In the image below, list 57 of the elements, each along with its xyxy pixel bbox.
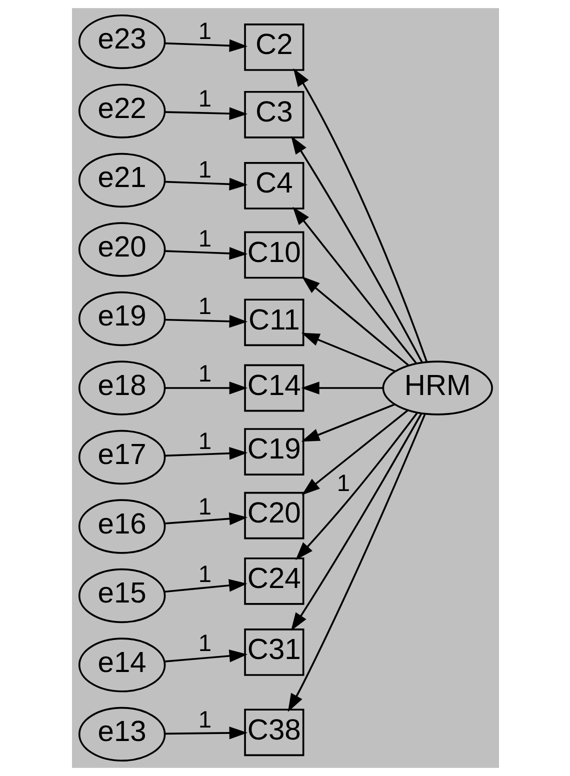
arrow <box>164 178 248 191</box>
arrow <box>164 314 248 328</box>
edge-label: 1 <box>198 631 212 658</box>
node-ellipse: e18 <box>78 360 166 416</box>
arrow <box>164 247 248 260</box>
node-box: C31 <box>244 628 304 676</box>
edge-label: 1 <box>198 361 212 388</box>
node-ellipse: e17 <box>78 430 166 485</box>
arrow <box>164 650 248 662</box>
arrow <box>300 404 394 442</box>
arrow <box>290 136 422 363</box>
node-ellipse: e19 <box>78 291 166 346</box>
edge-label: 1 <box>198 86 212 112</box>
edge-label: 1 <box>198 226 212 253</box>
edge-label: 1 <box>198 157 212 184</box>
arrow <box>164 39 248 52</box>
edge-label: 1 <box>198 562 212 588</box>
edge-label: 1 <box>198 494 212 520</box>
node-box: C11 <box>244 298 304 346</box>
arrow <box>164 726 248 740</box>
arrow <box>164 446 248 460</box>
arrow <box>287 414 426 712</box>
edge-label: 1 <box>198 18 212 45</box>
arrow <box>295 412 418 560</box>
node-box: C4 <box>244 162 304 210</box>
node-ellipse: e21 <box>78 152 166 208</box>
node-box: C10 <box>244 231 304 279</box>
node-box: C20 <box>244 492 304 540</box>
arrow <box>164 107 248 120</box>
edge-label: 1 <box>198 428 212 455</box>
node-ellipse: e16 <box>78 499 166 554</box>
node-box: C38 <box>244 708 304 756</box>
arrow <box>290 413 422 631</box>
node-box: C19 <box>244 428 304 476</box>
arrow <box>292 68 428 362</box>
arrow <box>301 276 409 366</box>
node-ellipse: e20 <box>78 222 166 277</box>
arrow <box>300 382 383 394</box>
node-box: C24 <box>244 557 304 605</box>
node-ellipse: e23 <box>78 14 166 70</box>
arrow <box>300 332 395 372</box>
node-box: C3 <box>244 90 304 138</box>
edge-label: 1 <box>336 470 350 497</box>
arrow <box>164 382 248 394</box>
edge-label: 1 <box>198 294 212 320</box>
arrow <box>292 206 416 364</box>
edge-label: 1 <box>198 708 212 734</box>
node-ellipse: e22 <box>78 84 166 138</box>
node-box: C14 <box>244 364 304 412</box>
arrow <box>164 579 247 593</box>
arrow <box>301 410 408 496</box>
node-box: C2 <box>244 24 304 71</box>
node-ellipse: e14 <box>78 638 166 692</box>
arrow <box>164 512 248 526</box>
node-ellipse: HRM <box>382 360 492 416</box>
node-ellipse: e15 <box>78 568 166 624</box>
node-ellipse: e13 <box>78 706 166 762</box>
